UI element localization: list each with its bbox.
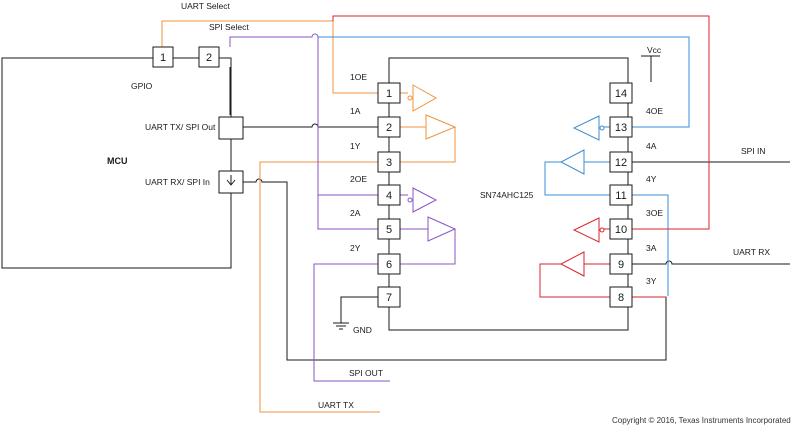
wire-buffer2-out-to-2y [400, 229, 456, 265]
chip-pin-8-number: 8 [618, 292, 624, 304]
chip-label: SN74AHC125 [480, 190, 534, 200]
spi-in-net [318, 36, 690, 296]
wire-3y-to-mcu [243, 178, 667, 361]
buffer3-triangle [572, 217, 600, 243]
gpio-pin-1-box [152, 46, 174, 68]
black-wires [1, 55, 790, 361]
buffer2-enable-bubble [407, 197, 413, 203]
uart-tx-spi-out-label: UART TX/ SPI Out [145, 122, 216, 132]
buffer1-input [400, 114, 457, 140]
wire-uart-select-to-1oe [332, 21, 378, 94]
chip-pin-10-number: 10 [615, 224, 627, 236]
buffer3-input [559, 251, 610, 277]
chip-pin-9-number: 9 [618, 259, 624, 271]
chip-pin-14-number: 14 [615, 88, 627, 100]
chip-pin-1-label: 1OE [350, 72, 367, 82]
spi-in-label: SPI IN [741, 146, 766, 156]
uart-rx-spi-in-label: UART RX/ SPI In [145, 177, 210, 187]
wire-buffer1-out-to-1y [400, 127, 456, 163]
buffer4-input [559, 149, 610, 175]
chip-pin-13-label: 4OE [646, 106, 663, 116]
wire-mcu-to-1a [243, 123, 378, 128]
chip-pin-12-label: 4A [646, 141, 657, 151]
buffer4-triangle [572, 115, 600, 141]
chip-pin-4-number: 4 [386, 190, 392, 202]
uart-rx-label: UART RX [733, 247, 770, 257]
chip-pin-1-number: 1 [386, 88, 392, 100]
rx-arrow-icon [226, 175, 236, 186]
buffer2-input [400, 216, 457, 242]
spi-out-output-line [313, 263, 390, 382]
buffer1-triangle [412, 84, 438, 112]
chip-pin-9-box [609, 253, 633, 275]
chip-pin-8-label: 3Y [646, 276, 657, 286]
wire-buffer3-out-to-3y [539, 263, 610, 298]
chip-pin-2-label: 1A [350, 106, 361, 116]
uart-tx-net [161, 20, 457, 413]
wire-4y-to-mcu [630, 194, 669, 296]
chip-pin-6-label: 2Y [350, 243, 361, 253]
chip-pin-5-number: 5 [386, 224, 392, 236]
vcc-label: Vcc [647, 45, 662, 55]
chip-pin-10-label: 3OE [646, 208, 663, 218]
gpio-pin-2-number: 2 [206, 52, 212, 64]
mcu-port-tx [218, 116, 244, 140]
gnd-wire [340, 296, 378, 323]
copyright-text: Copyright © 2016, Texas Instruments Inco… [612, 416, 791, 425]
chip-pin-4-label: 2OE [350, 174, 367, 184]
gnd-symbol [333, 322, 349, 330]
chip-pin-5-box [377, 218, 401, 240]
chip-pin-6-number: 6 [386, 259, 392, 271]
gnd-label: GND [353, 325, 372, 335]
chip-pin-11-number: 11 [615, 190, 626, 202]
uart-select-label: UART Select [181, 1, 230, 11]
chip-pin-8-box [609, 286, 633, 308]
chip-pin-3-box [377, 151, 401, 173]
spi-select-label: SPI Select [209, 22, 249, 32]
buffer3-enable-bubble [599, 227, 605, 233]
chip-pin-2-number: 2 [386, 122, 392, 134]
spi-out-label: SPI OUT [349, 368, 383, 378]
chip-pin-4-box [377, 184, 401, 206]
gpio-pin-1-number: 1 [160, 52, 166, 64]
mcu-label: MCU [107, 156, 128, 166]
chip-pin-13-number: 13 [615, 122, 627, 134]
chip-pin-7-box [377, 286, 401, 308]
chip-pin-2-box [377, 116, 401, 138]
chip-pin-11-label: 4Y [646, 174, 657, 184]
uart-select-line [161, 20, 333, 47]
chip-pin-13-box [609, 116, 633, 138]
uart-tx-label: UART TX [318, 400, 354, 410]
wire-spi-select-to-4oe [318, 36, 690, 128]
chip-pin-10-box [609, 218, 633, 240]
chip-pin-5-label: 2A [350, 208, 361, 218]
gpio-pin-2-box [198, 46, 220, 68]
chip-pin-14-box [609, 82, 633, 104]
chip-pin-12-number: 12 [615, 157, 627, 169]
wire-uart-rx [630, 260, 790, 265]
mcu-block [1, 57, 232, 269]
chip-pin-9-label: 3A [646, 243, 657, 253]
chip-pin-7-number: 7 [386, 292, 392, 304]
uart-tx-output-line [259, 161, 380, 413]
buffer4-enable-bubble [599, 125, 605, 131]
chip-pin-3-label: 1Y [350, 141, 361, 151]
uart-rx-net [332, 15, 710, 298]
chip-pin-6-box [377, 253, 401, 275]
wire-1a-to-2a [317, 127, 378, 230]
chip-pin-1-box [377, 82, 401, 104]
wire-uart-select-to-3oe [332, 15, 710, 230]
wire-buffer4-out-to-4y [544, 161, 610, 196]
buffer1-enable-bubble [407, 95, 413, 101]
gpio-label: GPIO [131, 81, 153, 91]
buffer2-triangle [412, 187, 438, 213]
chip-pin-12-box [609, 151, 633, 173]
chip-pin-11-box [609, 184, 633, 206]
chip-pin-3-number: 3 [386, 157, 392, 169]
